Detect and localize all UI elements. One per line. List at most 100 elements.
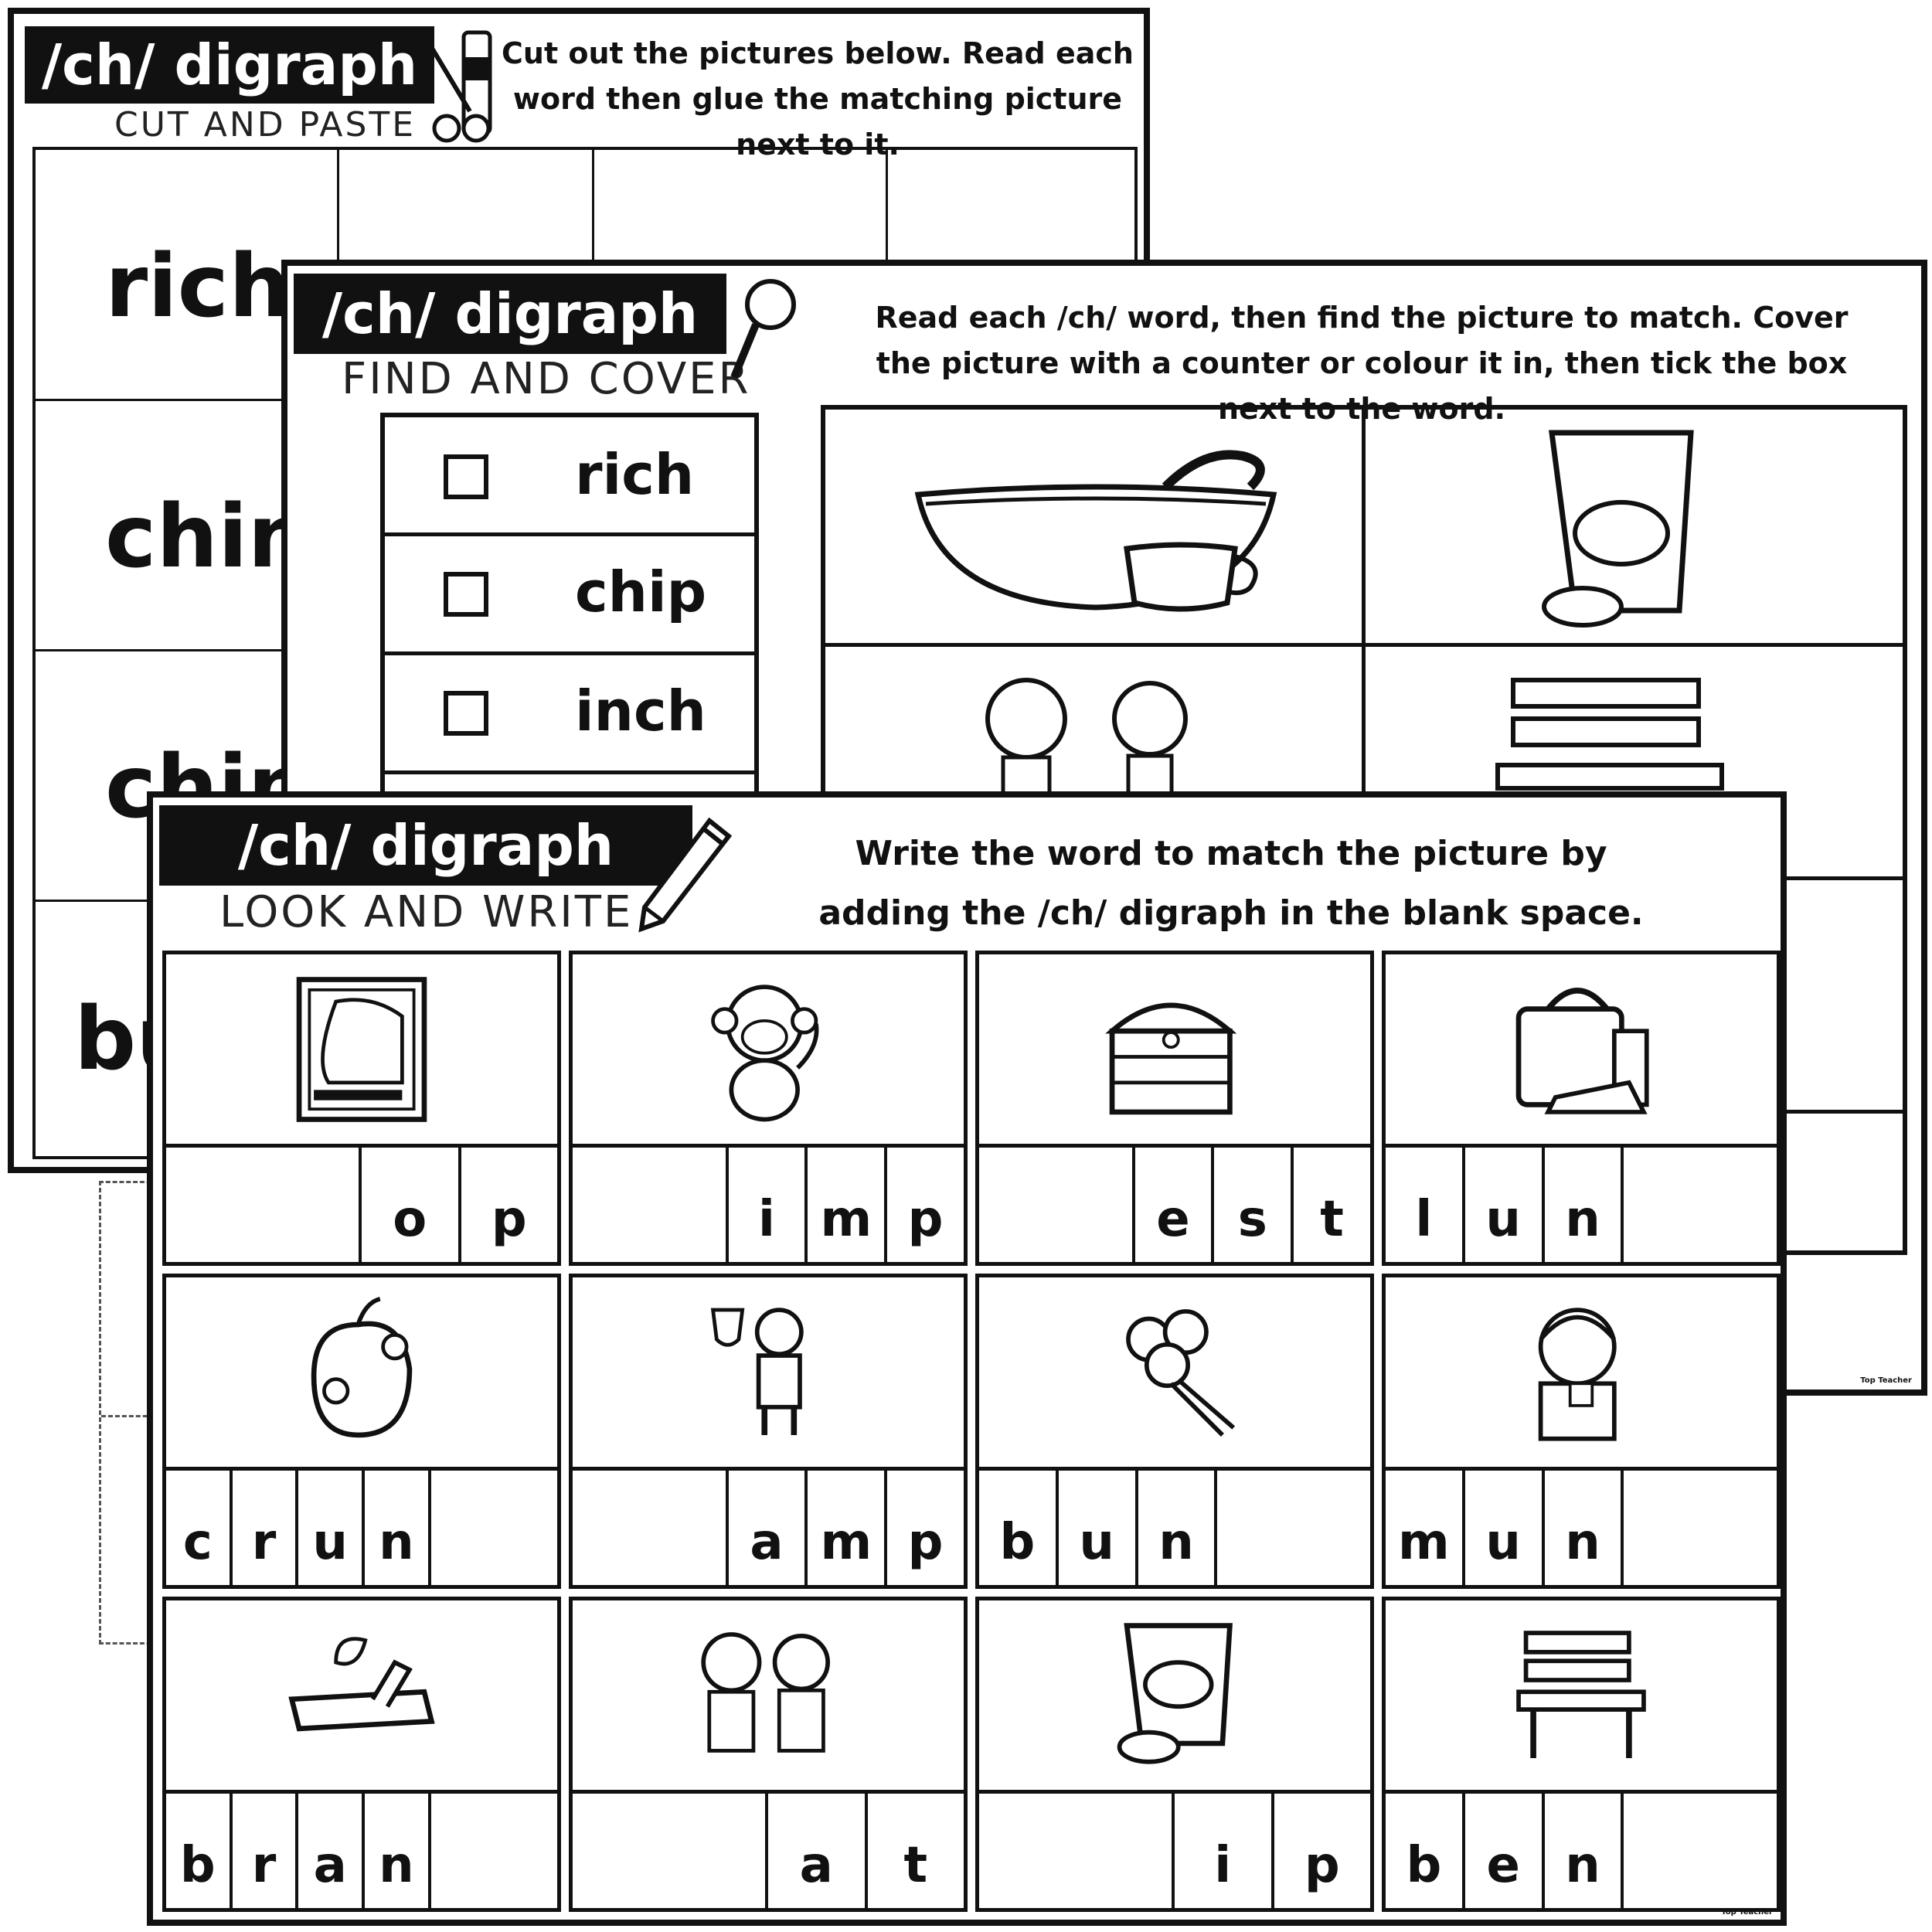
letter-box: m [804,1471,884,1585]
digraph-blank-space[interactable] [979,1794,1172,1908]
bowl-cup-icon [914,450,1277,612]
bench-icon [1516,1630,1646,1758]
find-credit: Top Teacher [1860,1376,1912,1385]
digraph-blank-space[interactable] [1621,1794,1777,1908]
chop-icon [296,976,427,1122]
letter-box: n [1541,1794,1621,1908]
tick-checkbox[interactable] [444,454,488,499]
letter-box: a [295,1794,362,1908]
flower-bunch-icon [1126,1308,1236,1437]
tick-checkbox[interactable] [444,572,488,617]
letter-box: e [1461,1794,1542,1908]
cut-word: rich [105,236,291,337]
digraph-blank-space[interactable] [979,1148,1132,1262]
magnifier-icon [730,279,796,379]
letter-box: r [229,1471,296,1585]
write-picture [1386,1277,1777,1471]
champion-trophy-icon [710,1307,804,1435]
chat-girls-icon [701,1631,830,1753]
letter-box: b [1406,1837,1442,1894]
monkey-icon [711,984,819,1121]
write-picture [166,1277,557,1471]
digraph-blank-space[interactable] [573,1471,726,1585]
write-picture [1386,1600,1777,1794]
digraph-blank-space[interactable] [1214,1471,1370,1585]
write-picture [573,954,964,1148]
write-picture [979,1600,1370,1794]
cut-word: chin [105,487,310,587]
letter-box: n [1541,1471,1621,1585]
letter-box: m [804,1148,884,1262]
find-word-list: rich chip inch [380,413,759,799]
write-picture [1386,954,1777,1148]
find-instructions: Read each /ch/ word, then find the pictu… [875,301,1849,426]
digraph-blank-space[interactable] [166,1148,359,1262]
letter-box: i [725,1148,805,1262]
digraph-blank-space[interactable] [427,1471,557,1585]
digraph-blank-space[interactable] [1621,1471,1777,1585]
write-picture [979,954,1370,1148]
find-row: chip [385,536,754,655]
write-picture [573,1600,964,1794]
lunch-bag-icon [1515,987,1649,1114]
write-credit: Top Teacher [1721,1908,1773,1917]
find-word: inch [575,679,706,743]
apple-bugs-icon [311,1296,413,1437]
digraph-blank-space[interactable] [1621,1148,1777,1262]
find-row: inch [385,655,754,774]
letter-box: n [1134,1471,1215,1585]
digraph-blank-space[interactable] [573,1148,726,1262]
letter-box: i [1172,1794,1271,1908]
chips-bag-icon [1542,430,1694,628]
letter-box: b [999,1514,1036,1571]
cut-instructions: Cut out the pictures below. Read each wo… [502,36,1134,162]
digraph-blank-space[interactable] [573,1794,765,1908]
digraph-blank-space[interactable] [427,1794,557,1908]
letter-box: u [295,1471,362,1585]
chat-girls-icon [985,678,1188,806]
find-title: /ch/ digraph [294,274,726,354]
letter-box: a [765,1794,865,1908]
pencil-icon [638,817,733,933]
scissors-glue-icon [421,30,492,143]
letter-box: s [1211,1148,1291,1262]
letter-box: t [864,1794,964,1908]
find-grid-divider [825,643,1903,647]
letter-box: e [1131,1148,1212,1262]
find-row: rich [385,417,754,536]
letter-box: u [1461,1148,1542,1262]
boy-munching-icon [1538,1307,1617,1441]
find-subtitle: FIND AND COVER [342,354,751,404]
write-subtitle: LOOK AND WRITE [219,887,634,937]
letter-box: c [182,1514,213,1571]
tick-checkbox[interactable] [444,691,488,736]
letter-box: u [1055,1471,1135,1585]
write-picture [979,1277,1370,1471]
letter-box: m [1398,1514,1450,1571]
write-title: /ch/ digraph [159,805,692,886]
letter-box: p [457,1148,558,1262]
write-picture [573,1277,964,1471]
treasure-chest-icon [1105,1002,1237,1114]
letter-box: t [1291,1148,1370,1262]
look-and-write-sheet: /ch/ digraph LOOK AND WRITE Write the wo… [147,791,1787,1926]
letter-box: n [362,1794,428,1908]
